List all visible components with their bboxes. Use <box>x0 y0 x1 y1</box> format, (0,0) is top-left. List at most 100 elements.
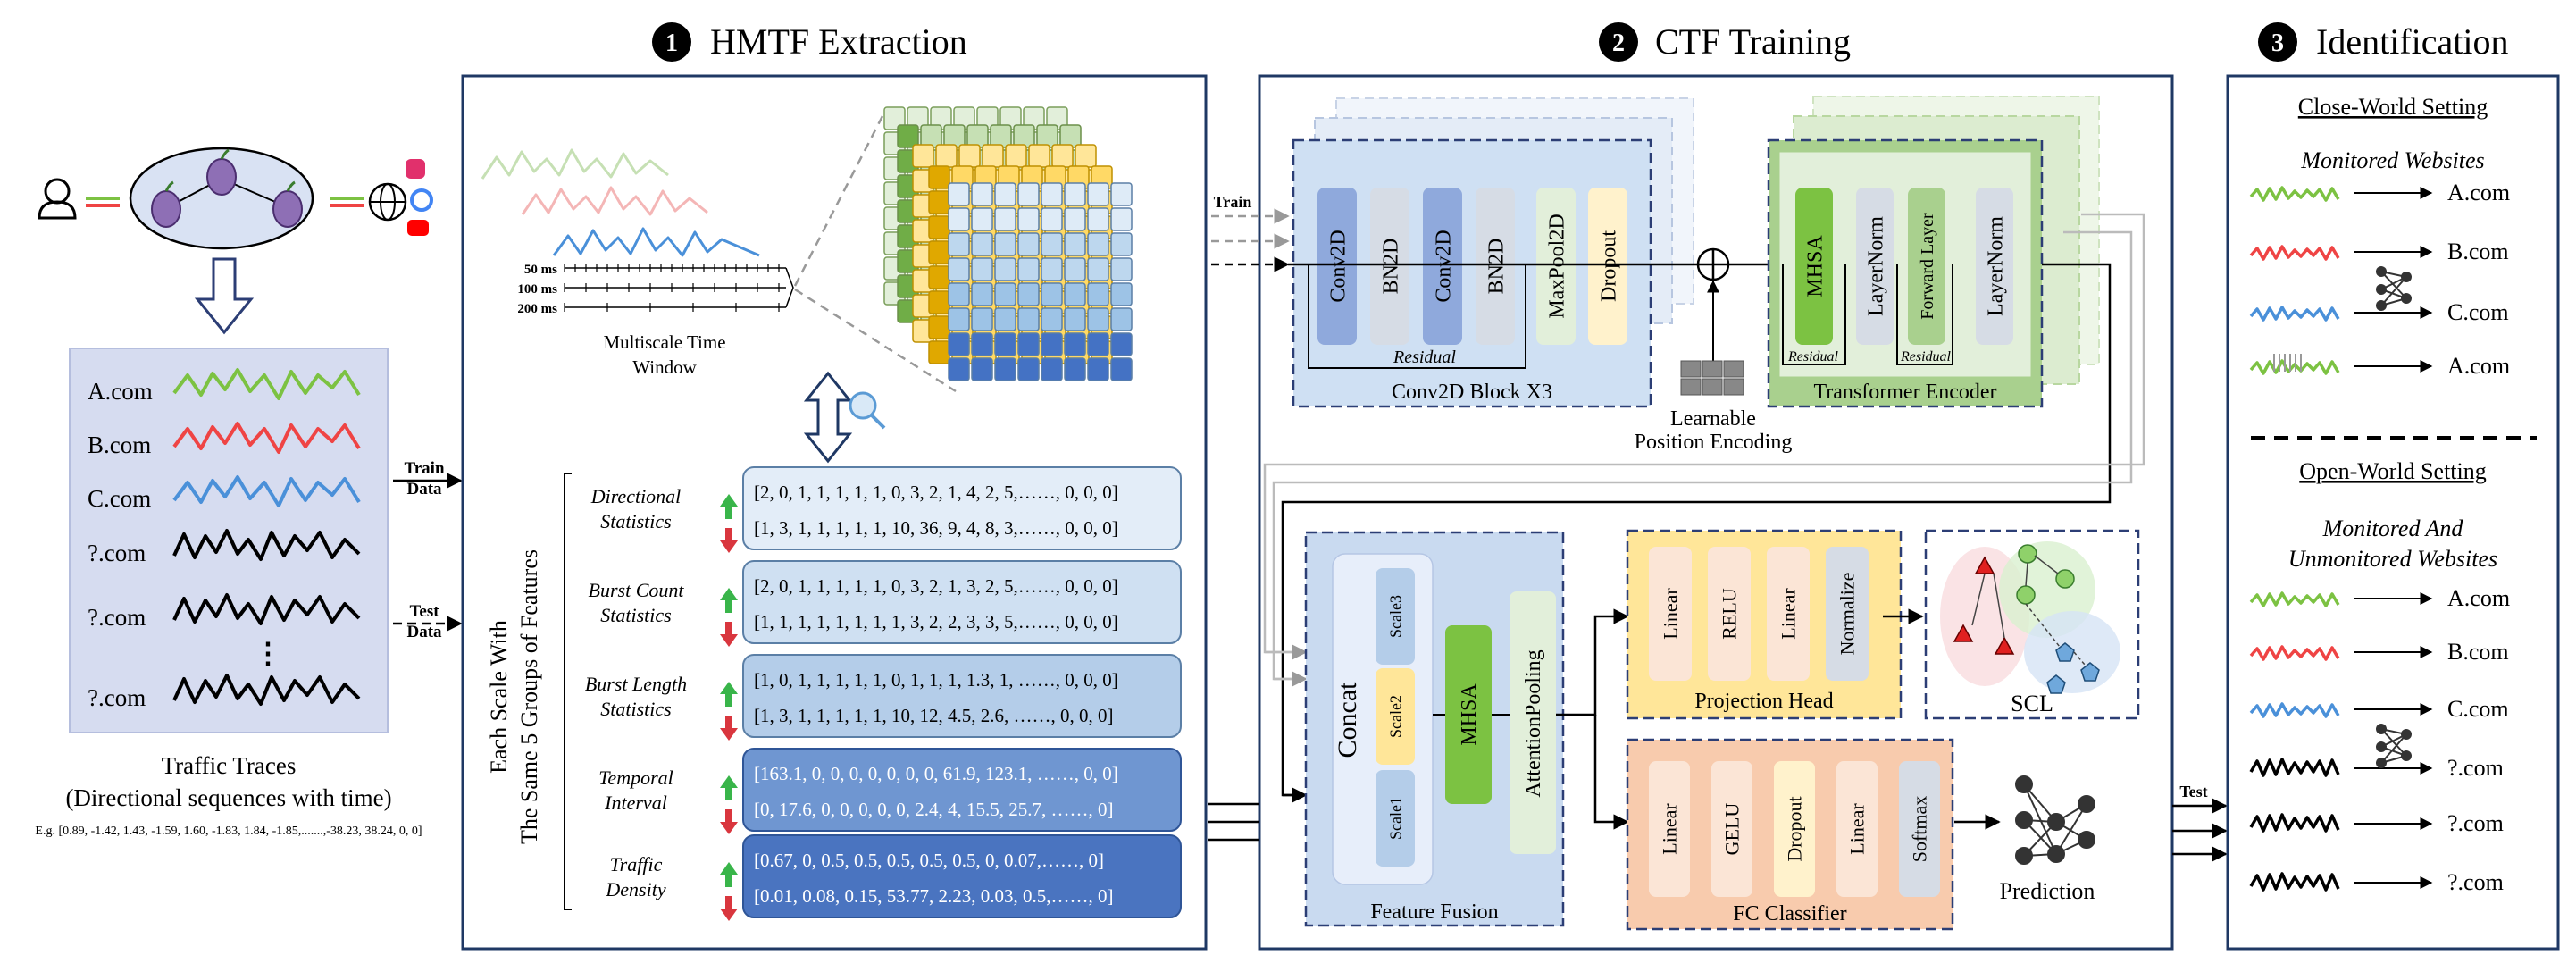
matrix-cell <box>948 332 970 356</box>
section-number: 2 <box>1612 29 1625 57</box>
matrix-cell <box>948 307 970 331</box>
svg-text:LayerNorm: LayerNorm <box>1984 216 2007 316</box>
result-row: A.com <box>2249 353 2510 379</box>
matrix-cell <box>1041 257 1063 281</box>
group-name: Density <box>605 878 665 900</box>
svg-text:Linear: Linear <box>1660 588 1682 640</box>
lpe-cell <box>1680 378 1702 396</box>
traces-subcaption: (Directional sequences with time) <box>65 784 391 811</box>
matrix-cell <box>994 182 1016 206</box>
svg-text:MHSA: MHSA <box>1803 235 1827 297</box>
matrix-cell <box>1110 332 1133 356</box>
result-label: C.com <box>2447 696 2509 722</box>
lpe-cell <box>1723 360 1744 378</box>
onion-icon <box>272 180 303 228</box>
residual-label: Residual <box>1393 348 1456 367</box>
svg-text:LayerNorm: LayerNorm <box>1864 216 1887 316</box>
feature-vector-row: [0.01, 0.08, 0.15, 53.77, 2.23, 0.03, 0.… <box>754 885 1114 907</box>
transformer-caption: Transformer Encoder <box>1813 381 1996 404</box>
transformer-layer: LayerNorm <box>1976 188 2013 345</box>
transformer-layer: MHSA <box>1795 188 1833 345</box>
feature-vector-box <box>742 834 1182 918</box>
close-world-title: Close-World Setting <box>2298 94 2488 120</box>
trace-waveform <box>2249 758 2340 777</box>
group-name: Burst Length <box>585 673 687 695</box>
trace-example: E.g. [0.89, -1.42, 1.43, -1.59, 1.60, -1… <box>35 825 422 838</box>
group-name: Burst Count <box>589 579 685 601</box>
matrix-cell <box>958 144 981 168</box>
side-label: Each Scale With <box>486 620 512 774</box>
scl-illustration <box>1940 541 2120 694</box>
up-arrow-icon <box>720 494 738 519</box>
matrix-cell <box>1110 207 1133 231</box>
double-arrow-icon <box>803 371 853 464</box>
trace-waveform <box>2249 645 2340 661</box>
matrix-cell <box>912 144 934 168</box>
train-label: Train <box>1214 193 1252 211</box>
group-name: Statistics <box>600 698 671 720</box>
matrix-cell <box>971 232 993 256</box>
section-title: Identification <box>2316 21 2508 62</box>
trace-waveform <box>2249 306 2340 322</box>
result-label: A.com <box>2447 180 2510 205</box>
svg-text:Scale3: Scale3 <box>1386 595 1404 638</box>
close-world-subtitle: Monitored Websites <box>2300 147 2484 173</box>
svg-text:Conv2D: Conv2D <box>1326 230 1350 302</box>
attention-pooling-block <box>1510 591 1556 854</box>
lpe-cell <box>1702 360 1723 378</box>
conv-caption: Conv2D Block X3 <box>1392 381 1552 404</box>
position-encoding-grid <box>1680 360 1744 396</box>
feature-vector-row: [163.1, 0, 0, 0, 0, 0, 0, 0, 61.9, 123.1… <box>754 763 1118 784</box>
feature-vector-row: [1, 0, 1, 1, 1, 1, 1, 0, 1, 1, 1, 1.3, 1… <box>754 669 1118 691</box>
down-arrow-icon <box>720 809 738 834</box>
feature-vector-box <box>742 748 1182 832</box>
matrix-cell <box>1087 282 1109 306</box>
scale-box: Scale1 <box>1376 770 1415 867</box>
fc-layer: GELU <box>1711 761 1752 897</box>
scale-box: Scale3 <box>1376 568 1415 665</box>
trace-waveform <box>2249 591 2340 607</box>
matrix-cell <box>948 232 970 256</box>
down-arrow-icon <box>720 622 738 647</box>
projection-layer: Linear <box>1649 547 1692 681</box>
matrix-cell <box>994 257 1016 281</box>
matrix-cell <box>1087 307 1109 331</box>
svg-text:Dropout: Dropout <box>1784 796 1806 861</box>
group-name: Temporal <box>598 766 673 789</box>
matrix-cell <box>1087 182 1109 206</box>
result-label: A.com <box>2447 585 2510 611</box>
ellipsis: ⋮ <box>254 637 282 669</box>
section-1-header: 1 HMTF Extraction <box>652 21 967 62</box>
matrix-cell <box>1051 144 1074 168</box>
svg-text:Forward Layer: Forward Layer <box>1918 213 1937 320</box>
matrix-cell <box>994 207 1016 231</box>
matrix-cell <box>1064 282 1086 306</box>
to-classifier-arrow <box>1593 715 1629 830</box>
conv-layer: BN2D <box>1370 188 1409 345</box>
onion-icon <box>206 148 237 196</box>
projection-layer: RELU <box>1708 547 1751 681</box>
matrix-cell <box>1064 232 1086 256</box>
result-label: ?.com <box>2447 755 2504 781</box>
down-arrow-icon <box>194 257 255 335</box>
to-projection-arrow <box>1556 608 1629 716</box>
up-arrow-icon <box>720 682 738 707</box>
open-world-title: Open-World Setting <box>2299 458 2487 484</box>
matrix-cell <box>994 332 1016 356</box>
section-number: 3 <box>2271 29 2284 57</box>
matrix-cell <box>948 357 970 381</box>
matrix-cell <box>1064 182 1086 206</box>
matrix-cell <box>1110 307 1133 331</box>
group-name: Directional <box>590 485 682 507</box>
conv-layer: BN2D <box>1476 188 1515 345</box>
feature-vector-row: [1, 1, 1, 1, 1, 1, 1, 1, 3, 2, 2, 3, 3, … <box>754 611 1118 632</box>
matrix-cell <box>971 357 993 381</box>
lpe-cell <box>1702 378 1723 396</box>
result-label: C.com <box>2447 299 2509 325</box>
multiscale-window-illustration <box>481 148 760 257</box>
window-caption: Window <box>632 356 697 378</box>
